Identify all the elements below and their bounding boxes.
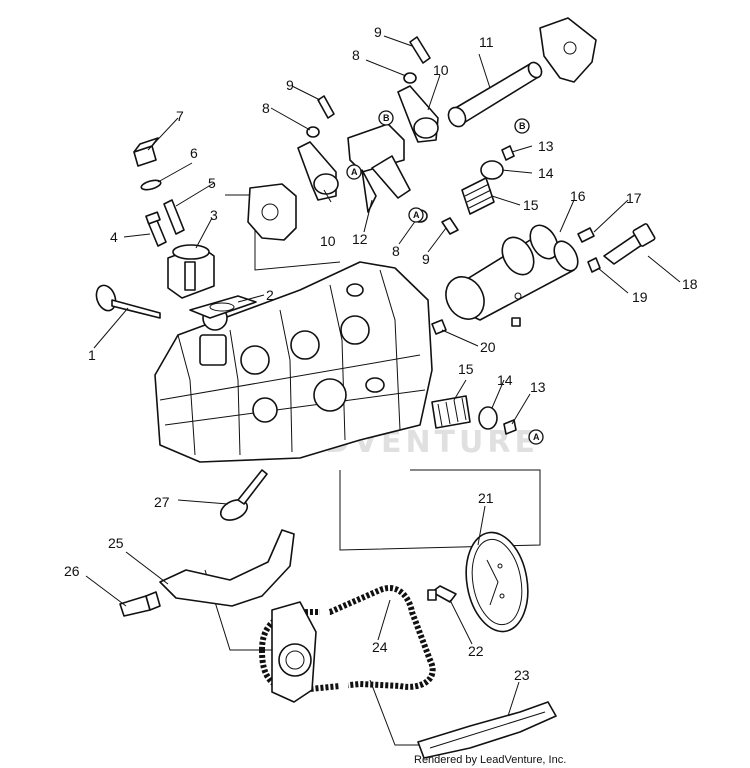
callout-15-upper: 15: [523, 197, 539, 213]
callout-21: 21: [478, 490, 494, 506]
callout-12: 12: [352, 231, 368, 247]
part-16-camshaft: [445, 224, 579, 327]
marker-b-rocker: B: [383, 113, 390, 123]
part-21-cam-sprocket: [465, 531, 529, 633]
render-credit: Rendered by LeadVenture, Inc.: [414, 754, 566, 766]
callout-19: 19: [632, 289, 648, 305]
callout-2: 2: [266, 287, 274, 303]
callout-10-upper: 10: [433, 62, 449, 78]
callout-9-upper: 9: [374, 24, 382, 40]
callout-1: 1: [88, 347, 96, 363]
cylinder-head: [154, 261, 433, 463]
part-6-o-ring: [140, 179, 162, 191]
part-24-cam-chain: [258, 585, 436, 694]
part-11-shaft-tube: [447, 61, 543, 128]
marker-a-rocker: A: [351, 167, 358, 177]
callout-25: 25: [108, 535, 124, 551]
callout-13-lower: 13: [530, 379, 546, 395]
callout-labels: 1 2 3 4 5 6 7 8 8 8 9 9 9 10 10 11 12 13…: [64, 24, 698, 683]
part-4-bolt: [145, 211, 167, 247]
callout-26: 26: [64, 563, 80, 579]
valve-spring-upper: [461, 145, 515, 215]
callout-16: 16: [570, 188, 586, 204]
callout-20: 20: [480, 339, 496, 355]
part-3-valve-holder: [167, 244, 215, 299]
callout-24: 24: [372, 639, 388, 655]
cam-cover: [247, 183, 297, 241]
part-27-exhaust-valve: [219, 469, 268, 521]
callout-18: 18: [682, 276, 698, 292]
callout-27: 27: [154, 494, 170, 510]
part-26-tensioner-bolt: [119, 591, 161, 617]
marker-a-nut: A: [413, 210, 420, 220]
part-25-tensioner-guide: [159, 529, 295, 607]
part-22-sprocket-bolt: [427, 585, 457, 603]
callout-7: 7: [176, 108, 184, 124]
callout-6: 6: [190, 145, 198, 161]
reference-markers: A B A B A: [346, 110, 544, 445]
callout-3: 3: [210, 207, 218, 223]
part-17-pin: [577, 227, 595, 243]
part-19-clip: [587, 257, 601, 273]
crank-sprocket: [271, 601, 317, 703]
callout-10-lower: 10: [320, 233, 336, 249]
callout-22: 22: [468, 643, 484, 659]
callout-11: 11: [479, 34, 494, 50]
callout-5: 5: [208, 175, 216, 191]
part-1-intake-valve: [95, 284, 161, 319]
part-5-stud: [163, 199, 185, 235]
callout-14-upper: 14: [538, 165, 554, 181]
rocker-arm-assembly: [297, 36, 459, 235]
marker-b-collet: B: [519, 121, 526, 131]
callout-23: 23: [514, 667, 530, 683]
marker-a-collet: A: [533, 432, 540, 442]
part-23-chain-guide: [417, 701, 557, 759]
callout-4: 4: [110, 229, 118, 245]
callout-13-upper: 13: [538, 138, 554, 154]
callout-9-mid: 9: [286, 77, 294, 93]
callout-17: 17: [626, 190, 642, 206]
callout-9-lower: 9: [422, 251, 430, 267]
callout-14-lower: 14: [497, 372, 513, 388]
top-bracket: [539, 17, 597, 83]
callout-15-lower: 15: [458, 361, 474, 377]
callout-8-upper: 8: [352, 47, 360, 63]
callout-8-mid: 8: [262, 100, 270, 116]
callout-leaders: [85, 35, 681, 717]
part-20-dowel: [431, 319, 447, 335]
part-7-plug: [133, 137, 159, 167]
part-18-lever: [603, 223, 656, 265]
callout-8-lower: 8: [392, 243, 400, 259]
